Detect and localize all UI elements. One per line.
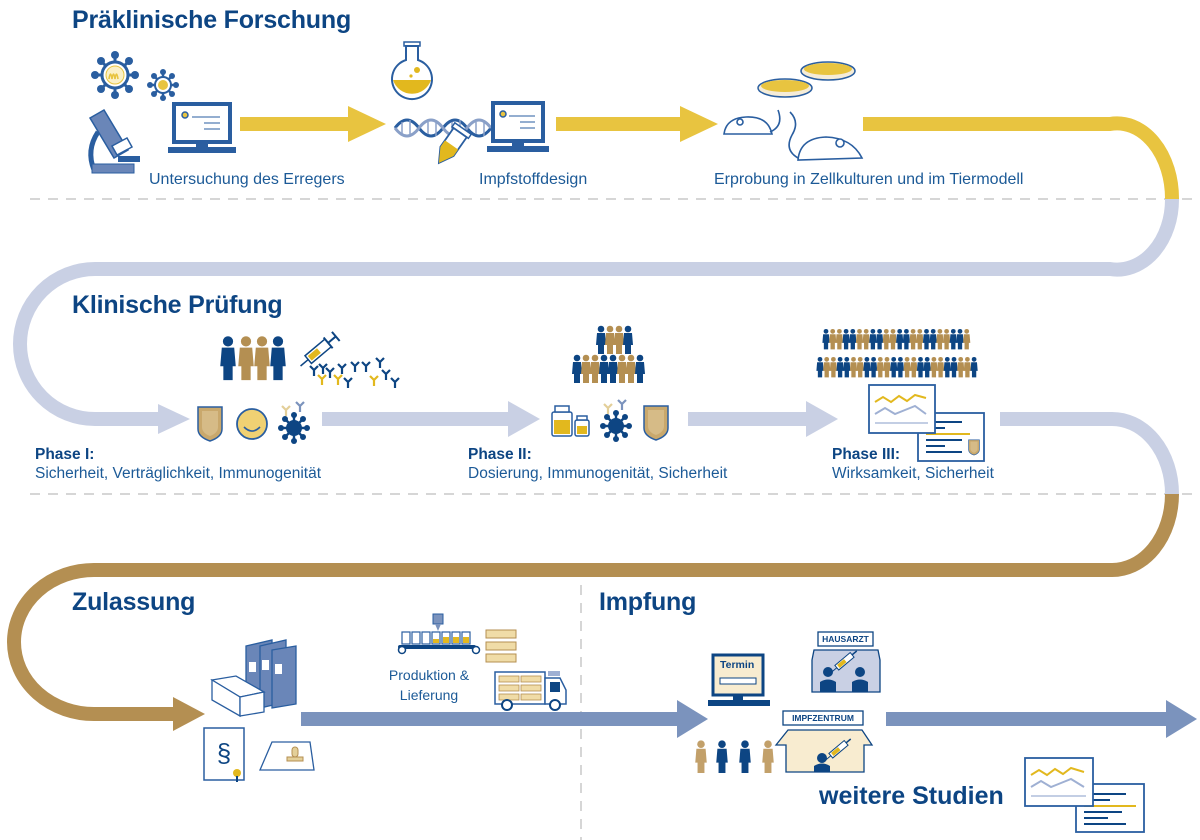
production-label: Produktion & — [388, 667, 470, 683]
step-label-vaccine-design: Impfstoffdesign — [479, 171, 588, 188]
law-document-icon: § — [203, 727, 245, 782]
termin-label: Termin — [720, 659, 755, 671]
phase1-label: Phase I: Sicherheit, Verträglichkeit, Im… — [35, 445, 321, 483]
connector-preclinical-to-clinical — [12, 198, 1180, 426]
computer-icon — [487, 101, 549, 152]
arrow-preclinical-2 — [556, 106, 718, 142]
further-studies-label: weitere Studien — [819, 782, 1004, 810]
vaccination-center-icon — [774, 710, 874, 773]
document-stack-icon — [210, 675, 266, 718]
arrow-preclinical-1 — [240, 106, 386, 142]
section-title-approval: Zulassung — [72, 588, 196, 616]
connector-preclinical-to-clinical-top — [863, 116, 1180, 200]
microscope-icon — [88, 108, 140, 174]
connector-clinical-to-approval-top — [1000, 411, 1179, 495]
arrow-into-approval — [173, 697, 205, 731]
phase1-name: Phase I: — [35, 446, 95, 463]
step-label-pathogen-study: Untersuchung des Erregers — [149, 171, 345, 188]
arrow-approval-to-vaccination — [301, 700, 708, 738]
appointment-computer-icon — [708, 653, 770, 706]
vials-icon — [551, 405, 590, 437]
phase3-name: Phase III: — [832, 446, 901, 463]
chart-document-icon — [868, 384, 936, 434]
binders-icon — [245, 639, 297, 709]
connector-clinical-to-approval — [6, 493, 1179, 722]
production-line-icon — [397, 613, 481, 655]
phase2-desc: Dosierung, Immunogenität, Sicherheit — [468, 465, 728, 482]
arrow-vaccination-onward — [886, 700, 1197, 738]
virus-small-icon — [147, 69, 179, 101]
arrow-phase1-to-phase2 — [322, 401, 540, 437]
test-tube-icon — [437, 121, 473, 165]
stamp-icon — [259, 741, 315, 771]
smiley-icon — [236, 408, 268, 440]
phase1-desc: Sicherheit, Verträglichkeit, Immunogenit… — [35, 465, 322, 482]
crates-icon — [485, 629, 517, 663]
section-title-preclinical: Präklinische Forschung — [72, 6, 352, 34]
doctor-office-icon — [811, 631, 881, 693]
arrow-phase2-to-phase3 — [688, 401, 838, 437]
mouse-icon — [723, 109, 864, 161]
phase2-label: Phase II: Dosierung, Immunogenität, Sich… — [468, 445, 727, 483]
arrow-into-phase1 — [158, 404, 190, 434]
section-title-clinical: Klinische Prüfung — [72, 291, 283, 319]
delivery-truck-icon — [494, 671, 567, 711]
computer-icon — [168, 102, 236, 153]
flask-icon — [391, 41, 433, 100]
section-title-vaccination: Impfung — [599, 588, 697, 616]
phase3-desc: Wirksamkeit, Sicherheit — [832, 465, 994, 482]
svg-text:§: § — [217, 738, 231, 768]
phase3-label: Phase III: Wirksamkeit, Sicherheit — [832, 445, 994, 483]
delivery-label: Lieferung — [399, 687, 459, 703]
phase2-name: Phase II: — [468, 446, 532, 463]
waiting-queue-icon — [695, 740, 774, 773]
impfzentrum-sign: IMPFZENTRUM — [792, 713, 854, 723]
production-delivery-label: Produktion & Lieferung — [374, 665, 484, 705]
hausarzt-sign: HAUSARZT — [822, 634, 869, 644]
petri-dish-icon — [757, 61, 856, 98]
syringe-icon — [300, 331, 341, 367]
virus-icon — [91, 51, 139, 99]
further-studies-chart-icon — [1024, 757, 1094, 807]
step-label-cell-animal-testing: Erprobung in Zellkulturen und im Tiermod… — [714, 171, 1024, 188]
